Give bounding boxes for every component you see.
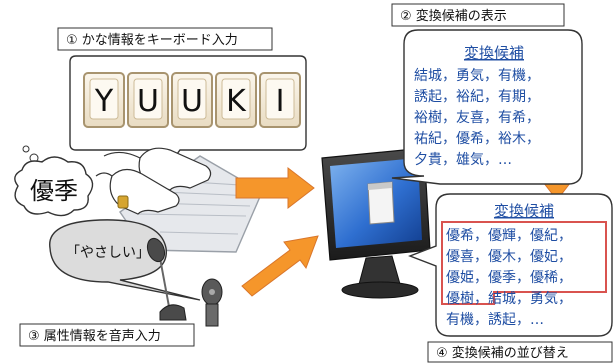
step4-label: ④ 変換候補の並び替え [427, 341, 613, 363]
computer-monitor [321, 147, 431, 299]
thought-text: 優季 [30, 177, 78, 205]
keycap-letter: Y [94, 84, 114, 119]
arrow-keyboard-to-pc [235, 166, 315, 210]
step2-label: ② 変換候補の表示 [391, 3, 565, 27]
step1-text: ① かな情報をキーボード入力 [66, 33, 238, 48]
microphone-icon [146, 237, 223, 327]
keycap-letter: U [137, 84, 159, 119]
step1-label: ① かな情報をキーボード入力 [57, 27, 273, 51]
keycap: U [127, 72, 169, 128]
step3-label: ③ 属性情報を音声入力 [19, 323, 195, 347]
step3-text: ③ 属性情報を音声入力 [28, 328, 161, 344]
candidate-line: 祐紀，優希，裕木， [414, 131, 540, 147]
keycap-row: Y U U K I [83, 72, 301, 128]
reordered-highlight-box [441, 221, 607, 305]
thought-cloud: 優季 [14, 145, 94, 217]
candidates-before-title: 変換候補 [464, 44, 524, 62]
candidate-line: 夕貴，雄気，… [414, 152, 512, 168]
keycap-letter: K [226, 84, 247, 119]
candidate-line: 裕樹，友喜，有希， [414, 110, 540, 126]
keycap: I [259, 72, 301, 128]
voice-input-bubble: 「やさしい」 [49, 219, 201, 301]
keycap: Y [83, 72, 125, 128]
candidate-line: 優樹，結城，勇気， [446, 291, 572, 307]
keycap-letter: I [276, 84, 285, 119]
candidate-line: 有機，誘起，… [446, 312, 544, 328]
keyboard-input-bubble: Y U U K I [69, 55, 307, 191]
keycap: K [215, 72, 257, 128]
step2-text: ② 変換候補の表示 [400, 8, 507, 24]
candidates-after-bubble: 変換候補 優希，優輝，優紀， 優喜，優木，優妃， 優姫，優季，優稀， 優樹，結城… [408, 193, 613, 337]
candidate-line: 優喜，優木，優妃， [446, 249, 572, 265]
candidate-line: 結城，勇気，有機， [414, 68, 540, 84]
step4-text: ④ 変換候補の並び替え [436, 345, 569, 361]
watch-icon [117, 195, 129, 209]
keycap: U [171, 72, 213, 128]
speech-text: 「やさしい」 [66, 245, 150, 261]
candidate-line: 優姫，優季，優稀， [446, 270, 572, 286]
arrow-voice-to-pc [241, 235, 319, 297]
candidates-before-bubble: 変換候補 結城，勇気，有機， 誘起，裕紀，有期， 裕樹，友喜，有希， 祐紀，優希… [391, 29, 583, 185]
keycap-letter: U [181, 84, 203, 119]
keyboard-typing-illustration [95, 147, 263, 253]
candidates-after-title: 変換候補 [494, 202, 554, 220]
candidate-line: 誘起，裕紀，有期， [414, 89, 540, 105]
candidate-line: 優希，優輝，優紀， [446, 228, 572, 244]
